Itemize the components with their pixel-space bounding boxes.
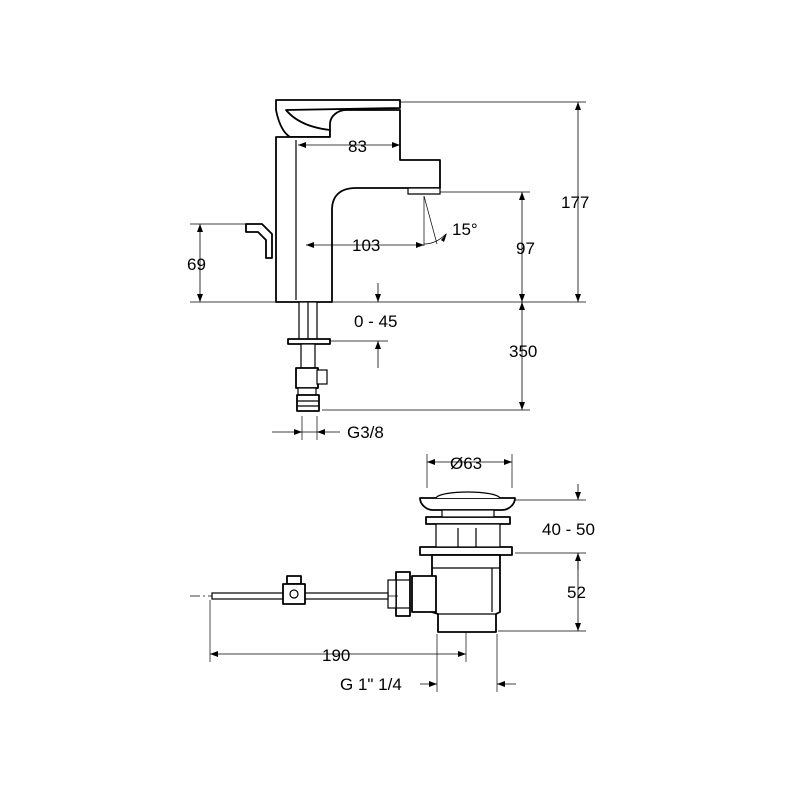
- faucet-body: [275, 109, 441, 303]
- dim-connection-label: G3/8: [347, 423, 384, 442]
- dim-spout-offset-label: 83: [348, 137, 367, 156]
- faucet-fixing-nut: [287, 338, 331, 345]
- dim-body-height-label: 52: [567, 583, 586, 602]
- dim-rod-length-label: 190: [322, 646, 350, 665]
- waste-plug-cap: [419, 497, 516, 511]
- faucet-aerator: [407, 187, 441, 195]
- dim-thread-label: G 1" 1/4: [340, 675, 402, 694]
- waste-rod-clamp: [282, 575, 306, 605]
- waste-drawing: Ø63 40 - 50 52 190 G 1" 1/4: [190, 454, 595, 694]
- dim-deck-thickness-label: 0 - 45: [354, 312, 397, 331]
- faucet-popup-rod: [245, 223, 273, 259]
- faucet-drawing: 83 177 103 15° 97 69 0 - 45: [187, 99, 589, 442]
- dim-height-label: 177: [561, 193, 589, 212]
- dim-diameter-label: Ø63: [450, 454, 482, 473]
- waste-flange: [425, 516, 511, 525]
- waste-side-connector: [411, 575, 437, 613]
- faucet-hose-nut: [296, 394, 320, 412]
- faucet-hose-connector: [295, 367, 319, 389]
- dim-hose-length-label: 350: [509, 342, 537, 361]
- dim-spout-reach-label: 103: [352, 236, 380, 255]
- dim-angle-label: 15°: [452, 220, 478, 239]
- dim-stroke-label: 40 - 50: [542, 520, 595, 539]
- waste-body: [431, 554, 501, 633]
- dim-lever-height-label: 69: [187, 255, 206, 274]
- dim-spout-height-label: 97: [516, 239, 535, 258]
- waste-lock-nut: [419, 546, 513, 556]
